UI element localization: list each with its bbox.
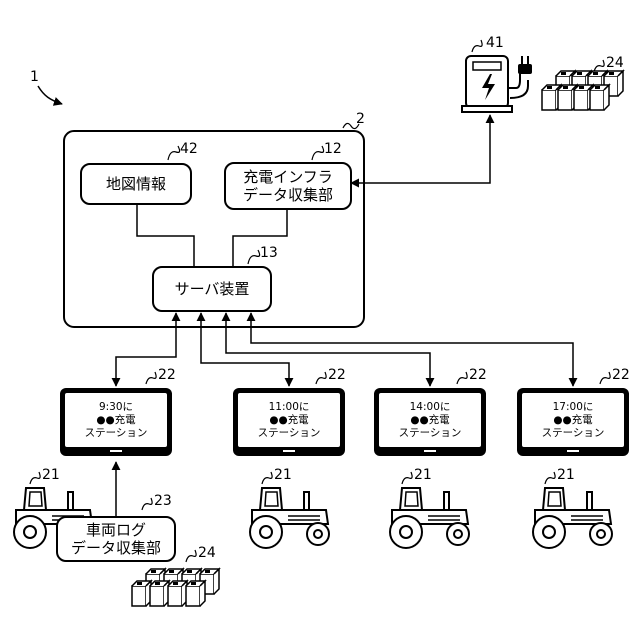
terminal-2-time: 11:00に: [269, 401, 310, 414]
leader-22-1: [146, 372, 156, 384]
terminal-1-time: 9:30に: [99, 401, 133, 414]
leader-21-4: [545, 472, 555, 484]
server-device-box: サーバ装置: [152, 266, 272, 312]
ref-battery-top: 24: [606, 56, 624, 70]
leader-22-4: [600, 372, 610, 384]
terminal-1-station: ●●充電: [96, 414, 135, 427]
terminal-3-station-suffix: ステーション: [399, 427, 462, 440]
battery-pack-icon: [542, 71, 623, 110]
ref-infra: 12: [324, 142, 342, 156]
map-info-box: 地図情報: [80, 163, 192, 205]
charging-station-icon: [462, 56, 532, 112]
ref-terminal-2: 22: [328, 368, 346, 382]
terminal-2-station-suffix: ステーション: [258, 427, 321, 440]
terminal-1-station-suffix: ステーション: [85, 427, 148, 440]
ref-terminal-3: 22: [469, 368, 487, 382]
ref-tractor-4: 21: [557, 468, 575, 482]
ref-server-frame: 2: [356, 112, 365, 126]
ref-battery-bottom: 24: [198, 546, 216, 560]
map-info-label: 地図情報: [106, 175, 166, 193]
tractor-icon-3: [390, 488, 469, 548]
charging-infra-collector-box: 充電インフラ データ収集部: [224, 162, 352, 210]
leader-22-3: [457, 372, 467, 384]
battery-pack-icon-bottom: [132, 569, 219, 606]
ref-tractor-1: 21: [42, 468, 60, 482]
ref-map: 42: [180, 142, 198, 156]
terminal-1-screen: 9:30に ●●充電 ステーション: [65, 393, 167, 447]
ref-tractor-2: 21: [274, 468, 292, 482]
infra-label-line1: 充電インフラ: [243, 168, 333, 186]
ref-vehicle-log: 23: [154, 494, 172, 508]
system-ref-arrow: [38, 86, 62, 104]
terminal-4-screen: 17:00に ●●充電 ステーション: [522, 393, 624, 447]
terminal-4-station: ●●充電: [553, 414, 592, 427]
leader-22-2: [316, 372, 326, 384]
ref-terminal-1: 22: [158, 368, 176, 382]
terminal-4-station-suffix: ステーション: [542, 427, 605, 440]
ref-charger: 41: [486, 36, 504, 50]
terminal-2-station: ●●充電: [269, 414, 308, 427]
ref-tractor-3: 21: [414, 468, 432, 482]
leader-24-top: [594, 60, 604, 72]
ref-terminal-4: 22: [612, 368, 630, 382]
tractor-icon-4: [533, 488, 612, 548]
leader-21-2: [262, 472, 272, 484]
terminal-3-screen: 14:00に ●●充電 ステーション: [379, 393, 481, 447]
vehicle-log-line2: データ収集部: [71, 539, 161, 557]
leader-23: [142, 498, 152, 510]
ref-server-device: 13: [260, 246, 278, 260]
terminal-4-time: 17:00に: [553, 401, 594, 414]
server-device-label: サーバ装置: [175, 280, 250, 298]
terminal-3-time: 14:00に: [410, 401, 451, 414]
infra-label-line2: データ収集部: [243, 186, 333, 204]
leader-41: [472, 40, 482, 52]
infra-charger-link: [351, 115, 490, 183]
leader-24-bottom: [186, 550, 196, 562]
ref-system: 1: [30, 70, 39, 84]
leader-21-3: [402, 472, 412, 484]
terminal-2-screen: 11:00に ●●充電 ステーション: [238, 393, 340, 447]
tractor-icon-2: [250, 488, 329, 548]
vehicle-log-collector-box: 車両ログ データ収集部: [56, 516, 176, 562]
vehicle-log-line1: 車両ログ: [86, 521, 146, 539]
terminal-3-station: ●●充電: [410, 414, 449, 427]
leader-21-1: [30, 472, 40, 484]
